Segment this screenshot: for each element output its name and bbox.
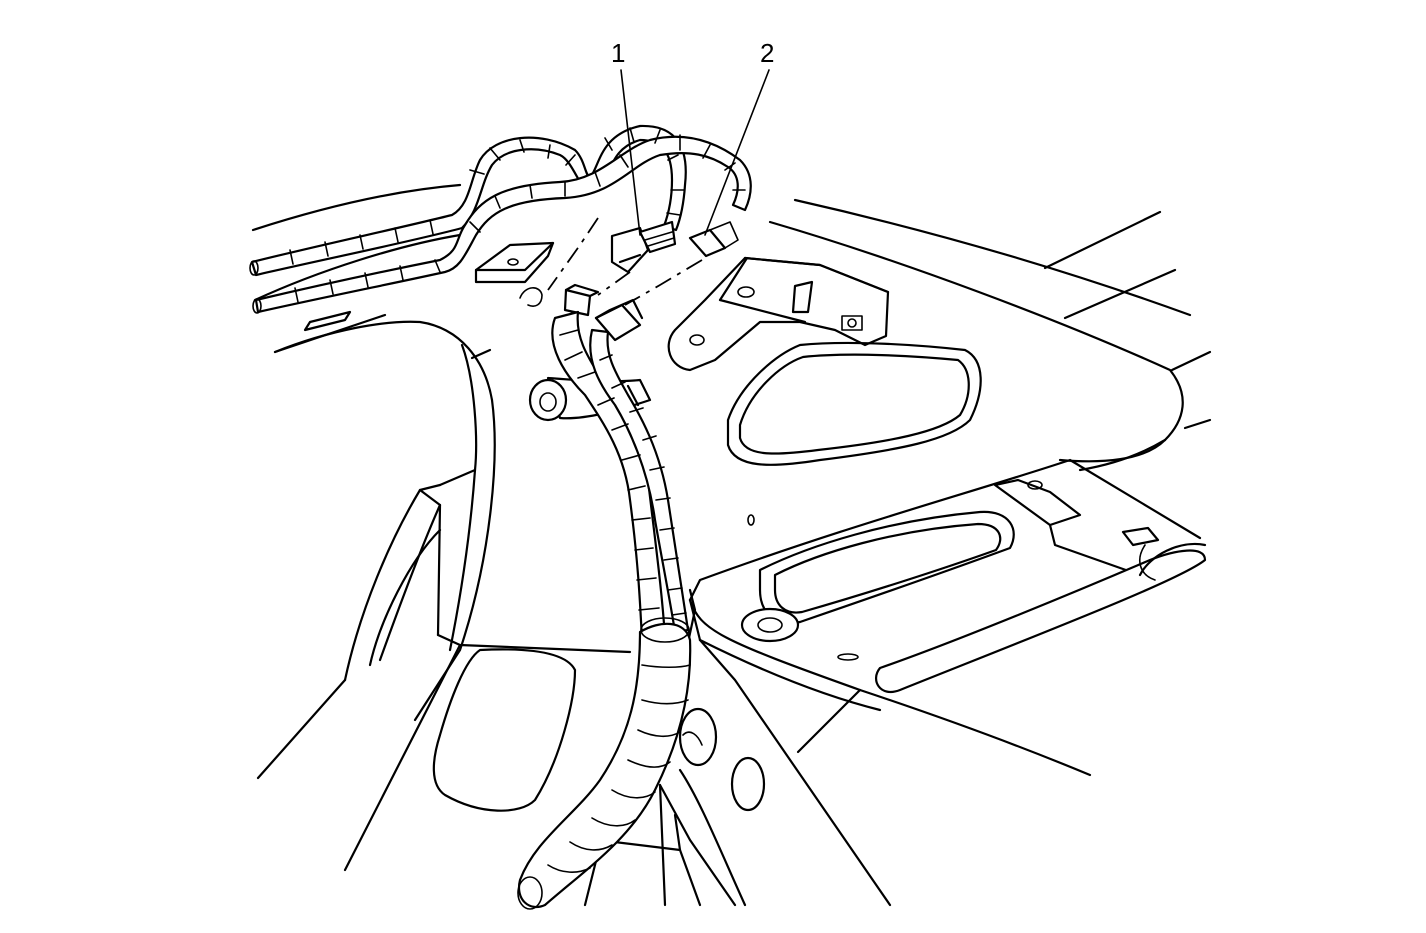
upper-rear-panel: [768, 198, 1212, 472]
callout-2-label: 2: [760, 38, 774, 68]
lower-wire-harness: [517, 310, 692, 910]
callout-2: 2: [704, 38, 774, 236]
mounting-bracket: [667, 256, 890, 372]
floor-panel: [688, 458, 1207, 907]
connector-1-assembly: [519, 217, 677, 317]
callout-2-leader: [704, 69, 770, 236]
callout-1: 1: [611, 38, 641, 236]
panel-cutout: [726, 341, 982, 466]
connector-2-assembly: [594, 221, 739, 342]
callout-1-leader: [620, 69, 641, 236]
left-wheelhouse-panel: [251, 183, 632, 872]
upper-wire-harness: [249, 124, 752, 314]
callout-1-label: 1: [611, 38, 625, 68]
